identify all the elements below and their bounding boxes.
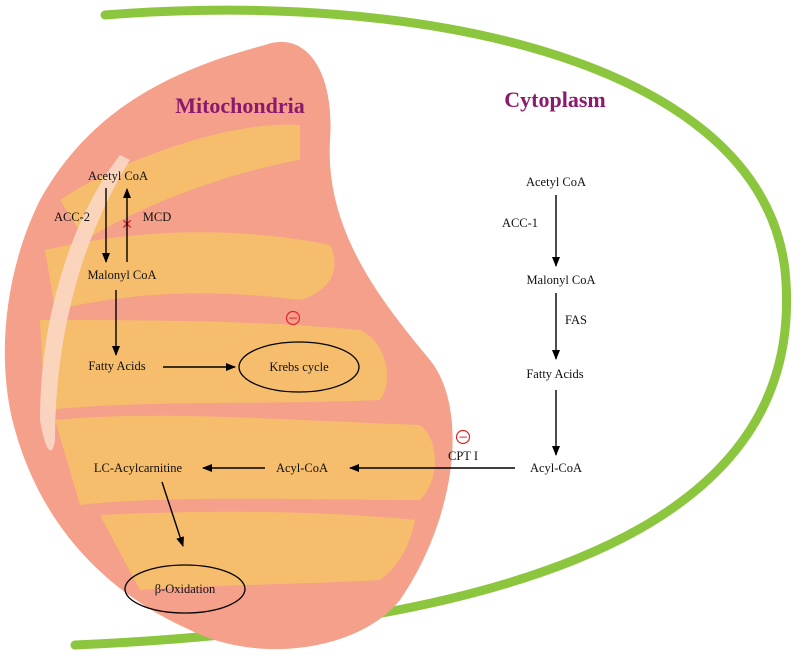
cyto-fas-label: FAS <box>565 313 587 327</box>
arrow-lc-to-beta-oxidation <box>161 481 184 547</box>
mito-fatty-acids-label: Fatty Acids <box>88 359 145 373</box>
cell-membrane <box>70 5 792 650</box>
pathway-arrows <box>102 188 560 547</box>
cyto-acc1-label: ACC-1 <box>502 216 538 230</box>
mito-acetyl-coa-label: Acetyl CoA <box>88 169 148 183</box>
mito-mcd-label: MCD <box>143 210 171 224</box>
cyto-acetyl-coa-label: Acetyl CoA <box>526 175 586 189</box>
mito-acc2-label: ACC-2 <box>54 210 90 224</box>
krebs-cycle-ellipse <box>238 341 360 393</box>
mitochondrion-cristae <box>40 124 435 590</box>
krebs-cycle-label: Krebs cycle <box>269 360 329 374</box>
beta-oxidation-ellipse <box>124 564 246 614</box>
mito-acyl-coa-label: Acyl-CoA <box>276 461 328 475</box>
beta-oxidation-label: β-Oxidation <box>155 582 216 596</box>
cyto-malonyl-coa-label: Malonyl CoA <box>526 273 595 287</box>
lc-acylcarnitine-label: LC-Acylcarnitine <box>94 461 183 475</box>
svg-text:−: − <box>288 311 298 325</box>
krebs-inhibition-icon: − <box>285 310 301 326</box>
cpt1-label: CPT I <box>448 449 478 463</box>
title-mitochondria: Mitochondria <box>175 93 305 118</box>
mito-malonyl-coa-label: Malonyl CoA <box>87 268 156 282</box>
cpt1-inhibition-icon: − <box>455 429 471 445</box>
title-cytoplasm: Cytoplasm <box>504 87 605 112</box>
cyto-acyl-coa-label: Acyl-CoA <box>530 461 582 475</box>
mitochondrion-highlight <box>40 155 130 451</box>
svg-text:−: − <box>458 430 468 444</box>
cyto-fatty-acids-label: Fatty Acids <box>526 367 583 381</box>
